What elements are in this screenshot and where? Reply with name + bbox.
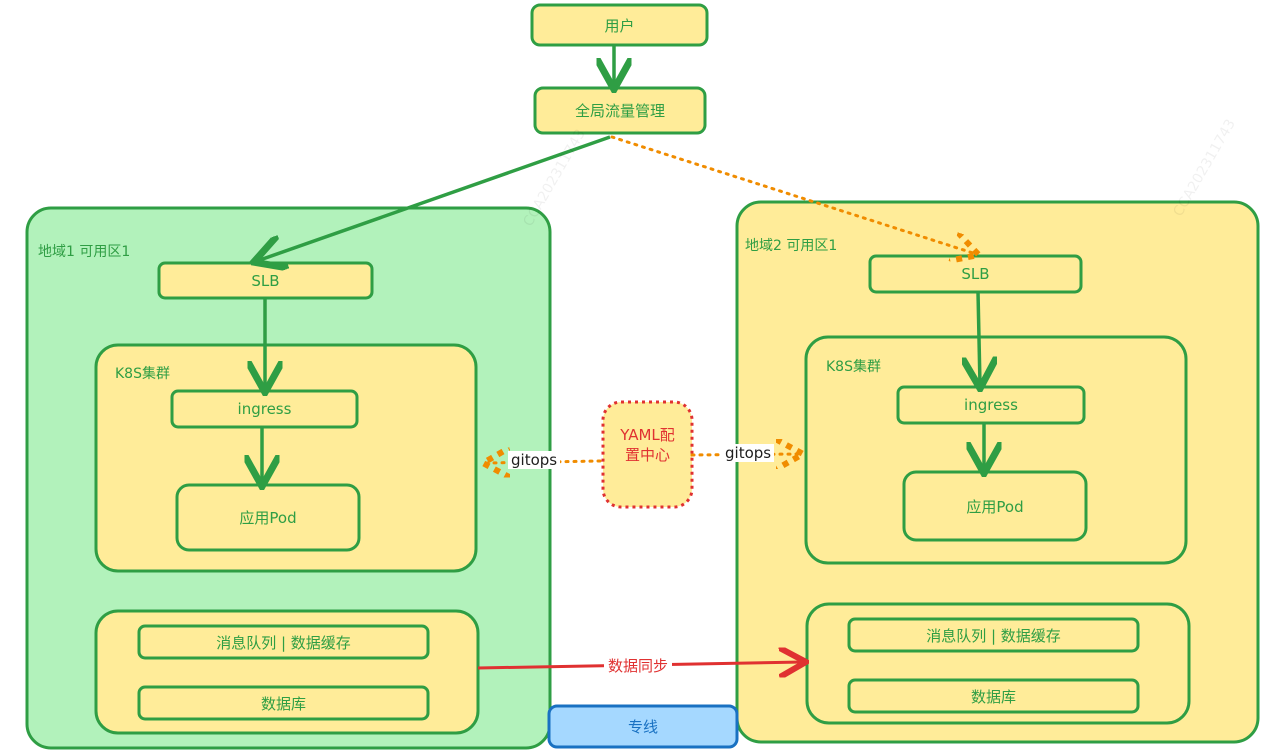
yaml-label-line1: YAML配 xyxy=(620,426,675,444)
gitops-right-label: gitops xyxy=(722,444,775,462)
right-k8s-label: K8S集群 xyxy=(826,359,881,375)
yaml-config-center-label: YAML配 置中心 xyxy=(603,425,692,465)
dedicated-line-label: 专线 xyxy=(627,718,658,736)
yaml-config-center-node xyxy=(601,400,694,509)
left-ingress-label: ingress xyxy=(237,400,292,418)
user-label: 用户 xyxy=(604,16,635,35)
left-mq-node xyxy=(137,624,430,660)
left-mq-label: 消息队列 | 数据缓存 xyxy=(216,633,351,652)
user-node xyxy=(530,3,709,47)
right-mq-label: 消息队列 | 数据缓存 xyxy=(926,626,1061,645)
yaml-label-line2: 置中心 xyxy=(624,446,670,464)
right-ingress-label: ingress xyxy=(964,396,1018,414)
right-mq-node xyxy=(847,617,1140,653)
left-slb-label: SLB xyxy=(251,271,280,290)
arrow-global-to-left-slb xyxy=(257,135,611,261)
gitops-left-label: gitops xyxy=(508,451,561,469)
global-traffic-label: 全局流量管理 xyxy=(574,102,665,120)
left-k8s-label: K8S集群 xyxy=(115,366,170,382)
region-1-label: 地域1 可用区1 xyxy=(38,244,131,260)
right-pod-label: 应用Pod xyxy=(966,497,1024,516)
right-db-label: 数据库 xyxy=(970,687,1016,706)
region-2-label: 地域2 可用区1 xyxy=(745,238,838,254)
dedicated-line-node xyxy=(547,704,739,749)
arrow-right-slb-to-ingress xyxy=(978,291,980,385)
right-db-node xyxy=(847,678,1140,714)
arrow-global-to-right-slb xyxy=(610,135,976,254)
left-db-node xyxy=(137,685,430,721)
right-slb-label: SLB xyxy=(961,265,990,283)
left-pod-label: 应用Pod xyxy=(239,509,297,527)
data-sync-label: 数据同步 xyxy=(604,655,673,676)
gitops-right-line xyxy=(690,454,800,455)
left-db-label: 数据库 xyxy=(260,694,306,713)
